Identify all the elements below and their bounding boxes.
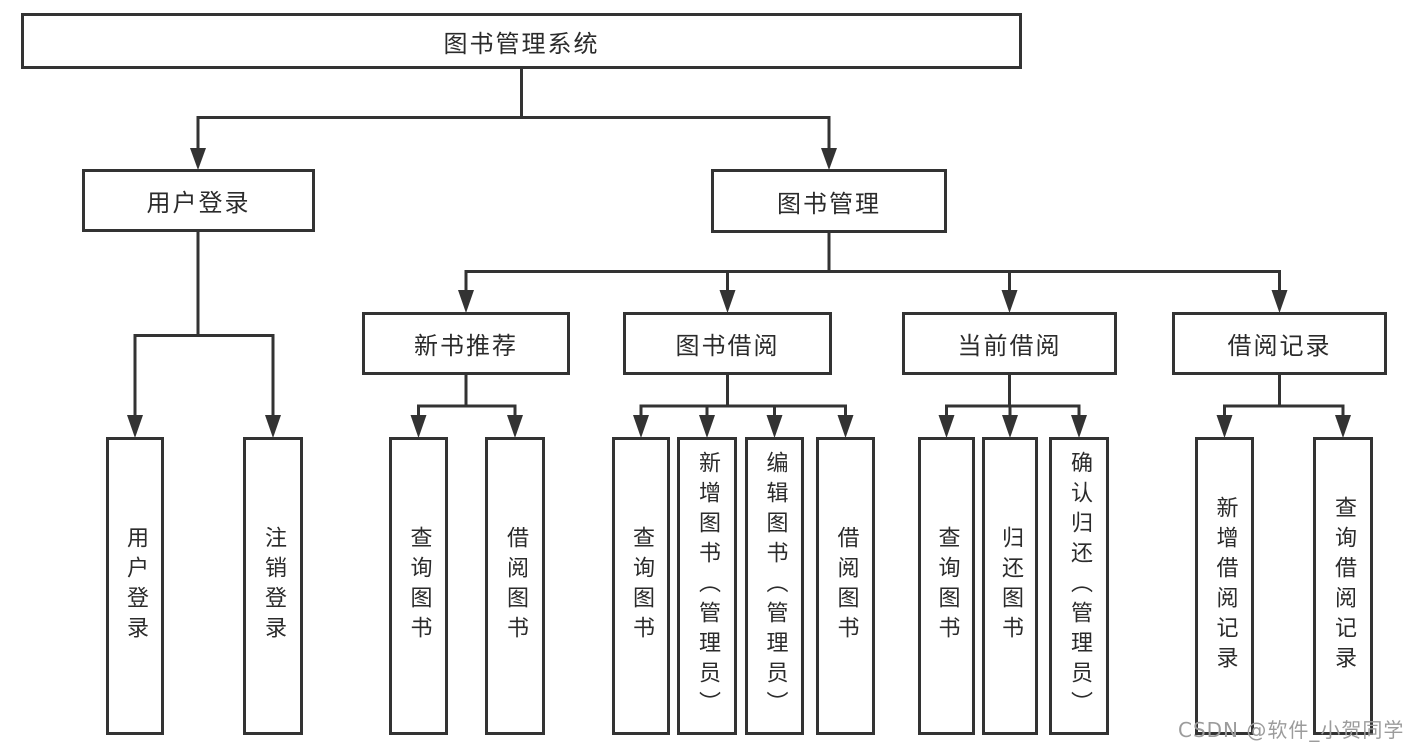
leaf-confirm-return-admin: 确认归还（管理员） xyxy=(1049,437,1109,735)
leaf-add-borrow-record: 新增借阅记录 xyxy=(1195,437,1254,735)
node-current-borrow: 当前借阅 xyxy=(902,312,1117,375)
leaf-borrow-books: 借阅图书 xyxy=(816,437,875,735)
connector-book-borrow-to-leaves xyxy=(633,375,854,438)
node-new-book-recommend: 新书推荐 xyxy=(362,312,570,375)
connector-root-to-level2 xyxy=(190,68,837,170)
connector-new-book-recommend-to-leaves xyxy=(410,375,523,438)
leaf-query-books-current: 查询图书 xyxy=(918,437,975,735)
connector-borrow-records-to-leaves xyxy=(1216,375,1351,438)
leaf-user-login: 用户登录 xyxy=(106,437,164,735)
leaf-borrow-books-recommend: 借阅图书 xyxy=(485,437,545,735)
leaf-query-books-recommend: 查询图书 xyxy=(389,437,448,735)
node-book-management: 图书管理 xyxy=(711,169,947,233)
node-borrow-records: 借阅记录 xyxy=(1172,312,1387,375)
node-library-system: 图书管理系统 xyxy=(21,13,1022,69)
node-book-borrow: 图书借阅 xyxy=(623,312,832,375)
connector-user-login-to-leaves xyxy=(127,232,281,438)
connector-current-borrow-to-leaves xyxy=(938,375,1087,438)
connector-book-management-to-level3 xyxy=(458,233,1288,313)
leaf-query-borrow-record: 查询借阅记录 xyxy=(1313,437,1373,735)
leaf-return-books: 归还图书 xyxy=(982,437,1038,735)
leaf-query-books-borrow: 查询图书 xyxy=(612,437,670,735)
leaf-edit-books-admin: 编辑图书（管理员） xyxy=(745,437,804,735)
leaf-logout: 注销登录 xyxy=(243,437,303,735)
node-user-login: 用户登录 xyxy=(82,169,315,232)
leaf-add-books-admin: 新增图书（管理员） xyxy=(677,437,737,735)
csdn-watermark: CSDN @软件_小贺同学 xyxy=(1178,718,1405,742)
